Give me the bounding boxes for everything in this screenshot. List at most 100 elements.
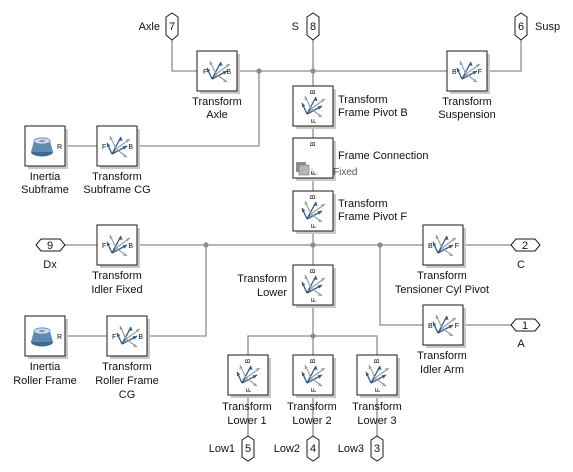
svg-text:B: B [310, 268, 317, 273]
svg-text:F: F [112, 334, 116, 341]
transform-suspension-block[interactable]: B F Transform Suspension [438, 50, 496, 121]
svg-text:B: B [310, 89, 317, 94]
svg-text:Transform: Transform [338, 94, 388, 106]
svg-text:Low1: Low1 [209, 443, 235, 455]
transform-frame-pivot-f-block[interactable]: B F Transform Frame Pivot F [292, 190, 407, 234]
svg-text:Transform: Transform [338, 198, 388, 210]
svg-text:F: F [311, 298, 318, 302]
svg-text:Transform: Transform [237, 273, 287, 285]
svg-text:Idler Fixed: Idler Fixed [91, 284, 142, 296]
svg-text:R: R [57, 144, 62, 151]
svg-text:B: B [428, 323, 433, 330]
svg-text:Tensioner Cyl Pivot: Tensioner Cyl Pivot [395, 284, 489, 296]
svg-text:Transform: Transform [442, 96, 492, 108]
svg-text:B: B [138, 334, 143, 341]
svg-text:9: 9 [47, 240, 53, 252]
svg-text:Transform: Transform [92, 171, 142, 183]
svg-text:7: 7 [169, 21, 175, 33]
port-low2[interactable]: 4 Low2 [274, 435, 320, 462]
svg-text:Inertia: Inertia [30, 171, 61, 183]
transform-lower-3-block[interactable]: B F Transform Lower 3 [352, 354, 402, 427]
fixed-joint-icon [296, 162, 318, 176]
svg-text:F: F [102, 243, 106, 250]
transform-lower-2-block[interactable]: B F Transform Lower 2 [287, 354, 337, 427]
svg-text:Suspension: Suspension [438, 109, 496, 121]
svg-text:B: B [128, 243, 133, 250]
port-s[interactable]: 8 S [292, 12, 320, 41]
svg-text:A: A [517, 338, 525, 350]
svg-text:Transform: Transform [417, 270, 467, 282]
svg-text:Axle: Axle [206, 109, 227, 121]
svg-text:6: 6 [518, 21, 524, 33]
inertia-icon [30, 137, 54, 157]
transform-lower-block[interactable]: B F Transform Lower [237, 264, 336, 308]
svg-text:F: F [375, 388, 382, 392]
svg-text:Transform: Transform [222, 401, 272, 413]
svg-text:Frame Connection: Frame Connection [338, 150, 429, 162]
svg-text:B: B [310, 358, 317, 363]
transform-lower-1-block[interactable]: B F Transform Lower 1 [222, 354, 272, 427]
svg-text:Axle: Axle [139, 21, 160, 33]
svg-text:Lower 2: Lower 2 [292, 415, 331, 427]
port-low1[interactable]: 5 Low1 [209, 435, 255, 462]
svg-text:Frame Pivot B: Frame Pivot B [338, 107, 408, 119]
svg-text:B: B [374, 358, 381, 363]
transform-tensioner-cyl-pivot-block[interactable]: B F Transform Tensioner Cyl Pivot [395, 224, 489, 296]
port-dx[interactable]: 9 Dx [35, 238, 66, 271]
svg-text:2: 2 [522, 240, 528, 252]
svg-text:1: 1 [522, 320, 528, 332]
port-axle[interactable]: 7 Axle [139, 12, 179, 41]
inertia-roller-frame-block[interactable]: R Inertia Roller Frame [13, 315, 77, 387]
frame-connection-block[interactable]: B F Frame Connection Fixed [292, 137, 429, 181]
svg-text:Subframe CG: Subframe CG [83, 184, 150, 196]
svg-text:Roller Frame: Roller Frame [13, 375, 77, 387]
svg-text:R: R [57, 334, 62, 341]
svg-text:B: B [428, 243, 433, 250]
transform-roller-frame-cg-block[interactable]: F B Transform Roller Frame CG [95, 315, 159, 401]
svg-text:Transform: Transform [102, 361, 152, 373]
transform-idler-fixed-block[interactable]: F B Transform Idler Fixed [91, 224, 143, 296]
svg-text:Lower 3: Lower 3 [357, 415, 396, 427]
svg-text:8: 8 [310, 21, 316, 33]
svg-text:Transform: Transform [92, 270, 142, 282]
svg-text:B: B [310, 141, 317, 146]
svg-text:F: F [455, 323, 459, 330]
transform-subframe-cg-block[interactable]: F B Transform Subframe CG [83, 125, 151, 196]
svg-text:3: 3 [374, 443, 380, 455]
transform-idler-arm-block[interactable]: B F Transform Idler Arm [417, 304, 467, 376]
svg-text:B: B [226, 69, 231, 76]
svg-text:Transform: Transform [287, 401, 337, 413]
port-susp[interactable]: 6 Susp [514, 12, 560, 41]
svg-text:F: F [203, 69, 207, 76]
svg-text:Lower 1: Lower 1 [227, 415, 266, 427]
inertia-subframe-block[interactable]: R Inertia Subframe [21, 125, 69, 196]
svg-text:Low2: Low2 [274, 443, 300, 455]
svg-text:Inertia: Inertia [30, 361, 61, 373]
svg-text:5: 5 [245, 443, 251, 455]
transform-axle-block[interactable]: F B Transform Axle [192, 50, 242, 121]
svg-text:S: S [292, 21, 299, 33]
transform-frame-pivot-b-block[interactable]: B F Transform Frame Pivot B [292, 85, 408, 129]
svg-text:Susp: Susp [535, 21, 560, 33]
svg-text:F: F [311, 171, 318, 175]
svg-text:B: B [245, 358, 252, 363]
svg-text:Dx: Dx [43, 259, 57, 271]
svg-text:F: F [478, 69, 482, 76]
port-low3[interactable]: 3 Low3 [338, 435, 384, 462]
svg-text:Roller Frame: Roller Frame [95, 375, 159, 387]
svg-text:C: C [517, 259, 525, 271]
svg-text:Fixed: Fixed [333, 167, 357, 178]
svg-text:Transform: Transform [417, 350, 467, 362]
svg-text:Low3: Low3 [338, 443, 364, 455]
svg-text:F: F [455, 243, 459, 250]
svg-text:F: F [311, 388, 318, 392]
svg-text:F: F [311, 224, 318, 228]
port-c[interactable]: 2 C [510, 238, 541, 271]
svg-text:Lower: Lower [257, 287, 287, 299]
svg-text:F: F [102, 144, 106, 151]
svg-text:Transform: Transform [352, 401, 402, 413]
svg-text:4: 4 [310, 443, 316, 455]
svg-text:F: F [246, 388, 253, 392]
port-a[interactable]: 1 A [510, 318, 541, 350]
